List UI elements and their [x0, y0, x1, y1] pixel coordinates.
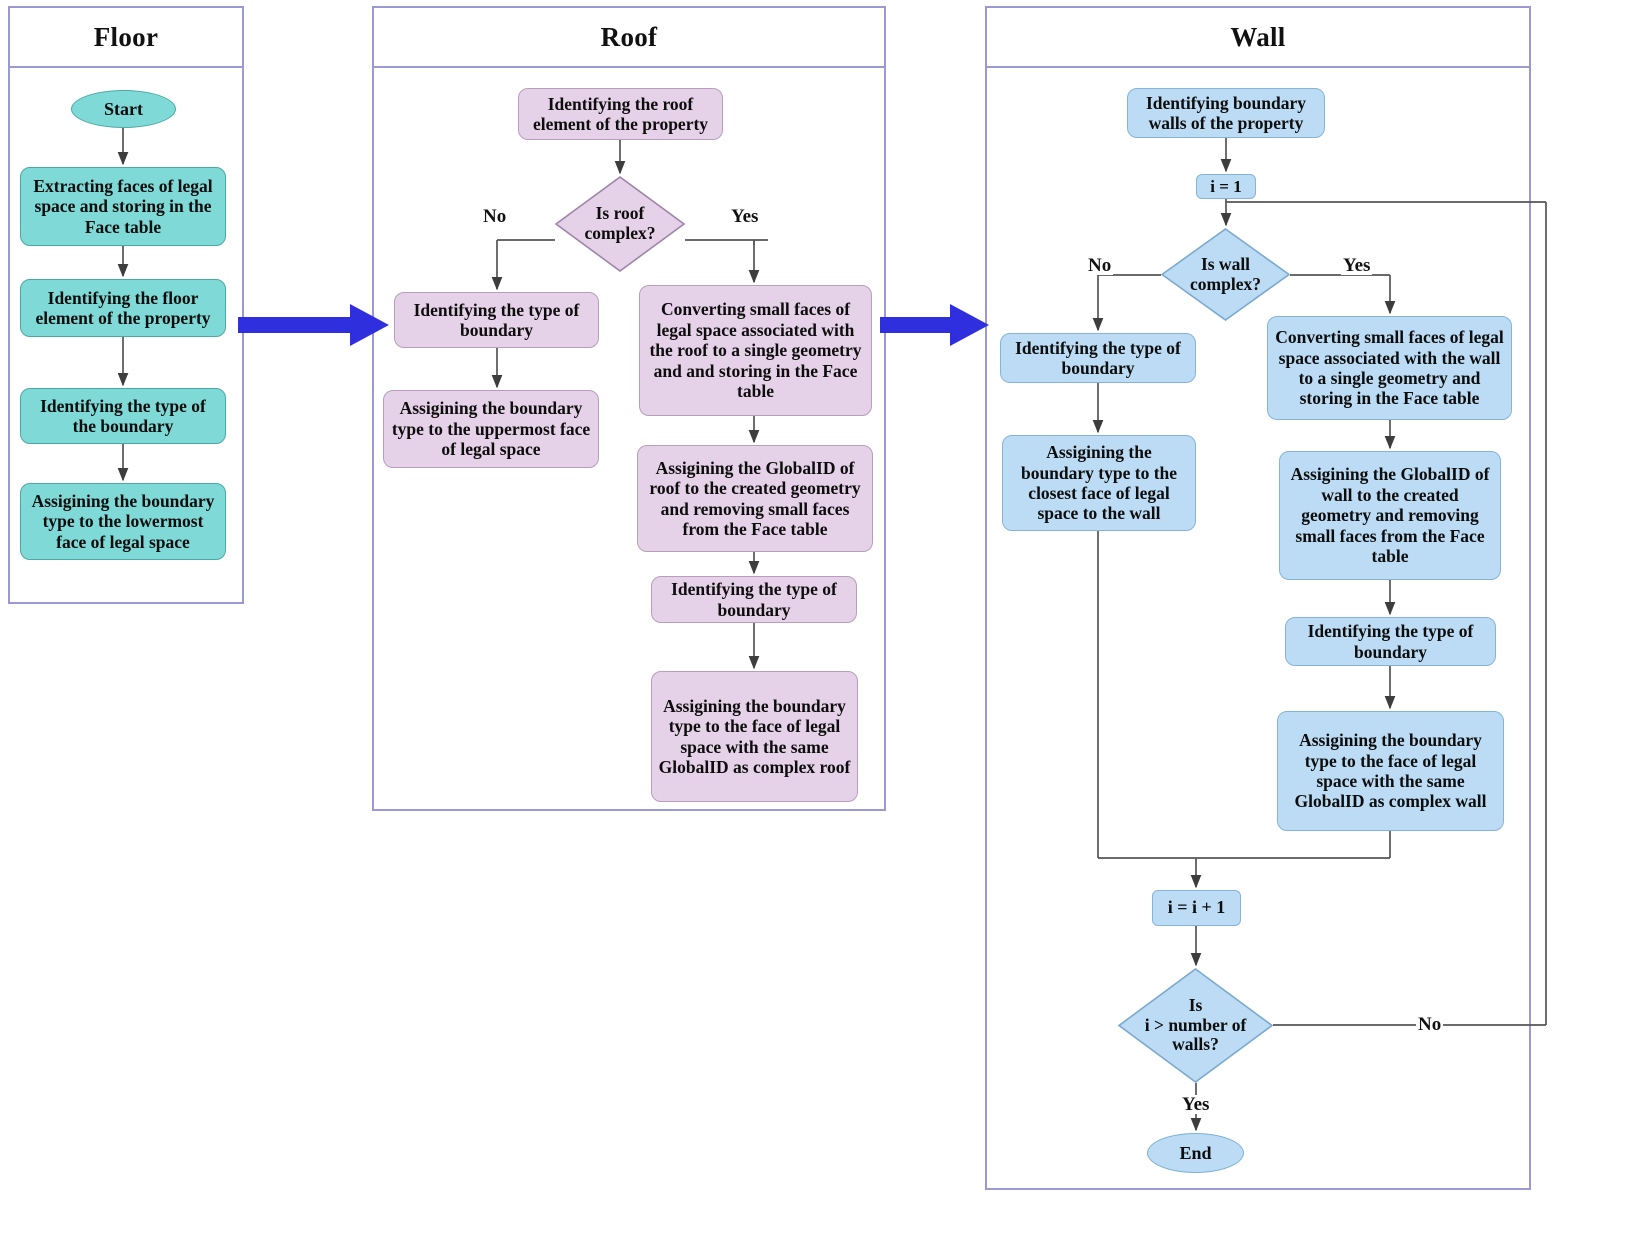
wall-yes-step-assign-globalid: Assigining the GlobalID of wall to the c…: [1279, 451, 1501, 580]
connector-arrow-floor-to-roof: [238, 304, 389, 346]
panel-roof-header: Roof: [374, 8, 884, 68]
roof-decision-is-roof-complex: Is roof complex?: [555, 176, 685, 272]
wall-loop-label-yes: Yes: [1180, 1094, 1212, 1115]
wall-edge-label-no: No: [1086, 255, 1114, 276]
floor-step-identify-boundary-type: Identifying the type of the boundary: [20, 388, 226, 444]
roof-edge-label-yes: Yes: [729, 206, 761, 227]
roof-yes-step-assign-globalid: Assigining the GlobalID of roof to the c…: [637, 445, 873, 552]
connector-arrow-roof-to-wall: [880, 304, 989, 346]
wall-loop-decision: Is i > number of walls?: [1118, 968, 1273, 1083]
wall-no-step-identify-type: Identifying the type of boundary: [1000, 333, 1196, 383]
wall-edge-label-yes: Yes: [1341, 255, 1373, 276]
wall-no-step-assign-closest-face: Assigining the boundary type to the clos…: [1002, 435, 1196, 531]
wall-increment-counter: i = i + 1: [1152, 890, 1241, 926]
wall-yes-step-assign-same-globalid: Assigining the boundary type to the face…: [1277, 711, 1504, 831]
roof-yes-step-convert-small-faces: Converting small faces of legal space as…: [639, 285, 872, 416]
wall-loop-decision-shape: [1118, 968, 1273, 1083]
roof-yes-step-assign-same-globalid: Assigining the boundary type to the face…: [651, 671, 858, 802]
wall-decision-label: Is wall complex?: [1190, 253, 1261, 294]
roof-no-step-identify-type: Identifying the type of boundary: [394, 292, 599, 348]
wall-decision-is-wall-complex: Is wall complex?: [1161, 228, 1290, 321]
wall-end-terminator: End: [1147, 1133, 1244, 1173]
wall-init-counter: i = 1: [1196, 174, 1256, 199]
panel-wall-title: Wall: [1230, 21, 1286, 52]
wall-step-identify-boundary-walls: Identifying boundary walls of the proper…: [1127, 88, 1325, 138]
panel-wall-header: Wall: [987, 8, 1529, 68]
roof-edge-label-no: No: [481, 206, 509, 227]
panel-floor-title: Floor: [93, 21, 159, 52]
roof-decision-label: Is roof complex?: [584, 203, 656, 243]
wall-yes-step-convert-small-faces: Converting small faces of legal space as…: [1267, 316, 1512, 420]
roof-yes-step-identify-type: Identifying the type of boundary: [651, 576, 857, 623]
wall-yes-step-identify-type: Identifying the type of boundary: [1285, 617, 1496, 666]
wall-loop-label-no: No: [1416, 1014, 1444, 1035]
panel-wall: Wall: [985, 6, 1531, 1190]
floor-step-assign-lowermost: Assigining the boundary type to the lowe…: [20, 483, 226, 560]
roof-step-identify-roof-element: Identifying the roof element of the prop…: [518, 88, 723, 140]
panel-roof-title: Roof: [600, 21, 658, 52]
wall-decision-shape: [1161, 228, 1290, 321]
floor-step-extract-faces: Extracting faces of legal space and stor…: [20, 167, 226, 246]
floor-step-identify-floor-element: Identifying the floor element of the pro…: [20, 279, 226, 337]
wall-loop-decision-label: Is i > number of walls?: [1144, 994, 1247, 1055]
roof-decision-shape: [555, 176, 685, 272]
roof-no-step-assign-uppermost: Assigining the boundary type to the uppe…: [383, 390, 599, 468]
floor-start-terminator: Start: [71, 90, 176, 128]
panel-floor-header: Floor: [10, 8, 242, 68]
